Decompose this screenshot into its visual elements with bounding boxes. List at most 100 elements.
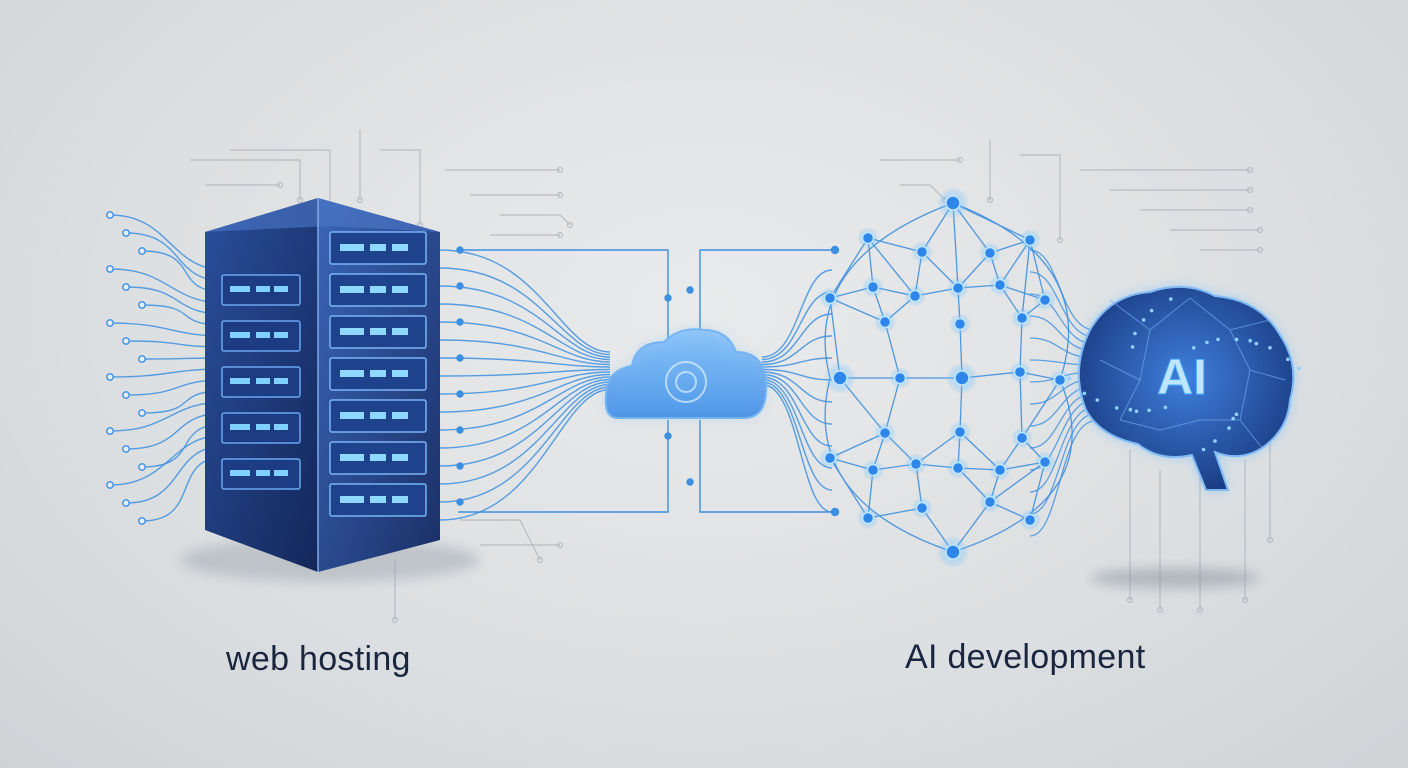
link-node [830,245,840,255]
network-node [915,501,929,515]
bracket-line [699,420,835,513]
brain-facet [1139,329,1151,381]
line-end-node [122,337,130,345]
bay-light [274,424,288,430]
bay-light [274,470,288,476]
trace-end [956,156,964,164]
bay-light [274,332,288,338]
bay-light [340,454,364,461]
bracket-line [458,420,669,513]
network-node [832,370,848,386]
network-edge [1021,379,1061,439]
trace-end [1056,236,1064,244]
trace-end [1196,606,1204,614]
trace-end [556,191,564,199]
network-edge [989,461,1046,503]
circuit-trace [190,159,301,200]
bay-light [340,244,364,251]
server-drive-bays-left [221,274,301,490]
link-line [761,381,833,491]
server-to-cloud-lines [439,246,672,521]
brain-dot [1231,416,1235,421]
brain-dot [1192,346,1196,350]
link-node [456,462,464,470]
line-end-node [106,265,114,273]
network-edge [1019,371,1023,439]
bay-light [392,370,408,377]
link-line [761,368,833,381]
bay-light [256,286,270,292]
neural-network-icon [819,187,1073,568]
trace-end [556,231,564,239]
network-node [1023,233,1037,247]
brain-dot [1254,341,1259,346]
server-rack-icon [180,198,480,582]
brain-dot [1216,337,1220,342]
line-end-node [106,481,114,489]
network-node [951,461,965,475]
brain-dot [1297,366,1301,371]
bay-light [340,496,364,503]
brain-dot [1149,308,1154,313]
line-end-node [138,463,146,471]
line-end-node [122,499,130,507]
web-hosting-label: web hosting [226,640,411,678]
brain-dot [1163,405,1168,410]
network-node [945,195,961,211]
line-end-node [106,211,114,219]
link-line [439,373,611,413]
network-node [893,371,907,385]
trace-end [556,541,564,549]
link-line [761,357,833,368]
link-line [439,378,611,449]
link-line [761,371,833,403]
circuit-trace [460,519,541,561]
network-node [954,370,970,386]
circuit-traces [190,130,1274,624]
trace-end [1241,596,1249,604]
bay-light [340,286,364,293]
network-node [1038,455,1052,469]
circuit-trace [380,149,421,225]
bay-light [256,470,270,476]
bay-light [230,470,250,476]
network-node [1013,365,1027,379]
bay-light [256,332,270,338]
bay-light [256,424,270,430]
bay-light [370,286,386,293]
link-node [686,478,694,486]
link-node [456,426,464,434]
network-node [823,291,837,305]
brain-dot [1147,408,1151,413]
link-node [456,498,464,506]
brain-dot [1133,331,1137,336]
trace-end [356,196,364,204]
bay-light [340,412,364,419]
bay-light [370,244,386,251]
link-line [1029,406,1096,493]
trace-end [986,196,994,204]
circuit-trace [500,214,571,226]
bay-light [392,412,408,419]
link-line [439,249,611,353]
link-line [439,376,611,431]
link-line [761,376,833,447]
link-node [456,354,464,362]
bay-light [370,328,386,335]
ai-brain-icon: AI [1067,285,1301,588]
bay-light [392,496,408,503]
link-line [439,339,611,366]
line-end-node [138,247,146,255]
bay-light [370,412,386,419]
network-node [1015,311,1029,325]
brain-dot [1128,407,1133,412]
trace-end [556,166,564,174]
network-edge [867,237,916,297]
network-node [1053,373,1067,387]
network-edge [1021,239,1031,319]
brain-dot [1234,337,1239,342]
network-node [953,317,967,331]
trace-end [566,221,574,229]
network-node [993,278,1007,292]
